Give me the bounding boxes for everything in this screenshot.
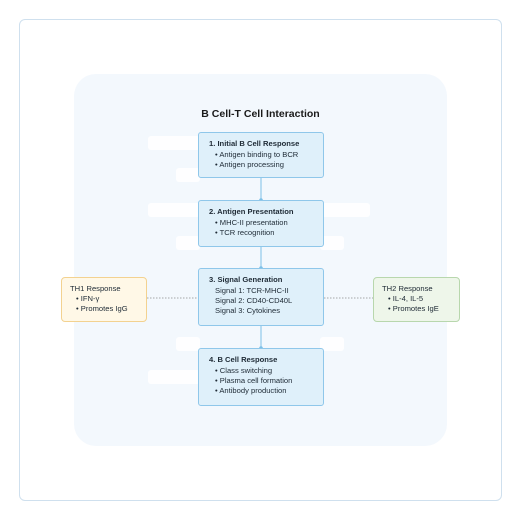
- th2-response-box: TH2 Response • IL-4, IL-5 • Promotes IgE: [373, 277, 460, 322]
- step-line: • Class switching: [215, 366, 273, 375]
- step-line: • Antigen binding to BCR: [215, 150, 299, 159]
- step-line: • MHC-II presentation: [215, 218, 288, 227]
- th1-line: • Promotes IgG: [76, 304, 128, 313]
- th1-line: • IFN-γ: [76, 294, 100, 303]
- step-line: • Plasma cell formation: [215, 376, 293, 385]
- ghost-bar: [320, 236, 344, 250]
- step-title: 4. B Cell Response: [209, 355, 278, 364]
- ghost-bar: [176, 168, 200, 182]
- step-title: 2. Antigen Presentation: [209, 207, 294, 216]
- step-line: Signal 3: Cytokines: [215, 306, 281, 315]
- th1-response-box: TH1 Response • IFN-γ • Promotes IgG: [61, 277, 147, 322]
- ghost-bar: [148, 370, 200, 384]
- step-line: Signal 1: TCR-MHC-II: [215, 286, 289, 295]
- ghost-bar: [148, 203, 200, 217]
- step-line: • Antigen processing: [215, 160, 284, 169]
- step-initial-b-cell-response: 1. Initial B Cell Response • Antigen bin…: [198, 132, 324, 178]
- step-line: • TCR recognition: [215, 228, 275, 237]
- step-antigen-presentation: 2. Antigen Presentation • MHC-II present…: [198, 200, 324, 247]
- ghost-bar: [148, 136, 200, 150]
- step-signal-generation: 3. Signal Generation Signal 1: TCR-MHC-I…: [198, 268, 324, 326]
- step-line: • Antibody production: [215, 386, 287, 395]
- diagram-title: B Cell-T Cell Interaction: [201, 108, 320, 120]
- ghost-bar: [320, 203, 370, 217]
- th2-line: • IL-4, IL-5: [388, 294, 424, 303]
- step-title: 3. Signal Generation: [209, 275, 283, 284]
- step-title: 1. Initial B Cell Response: [209, 139, 300, 148]
- ghost-bar: [320, 337, 344, 351]
- ghost-bar: [176, 337, 200, 351]
- th2-title: TH2 Response: [382, 284, 433, 293]
- step-line: Signal 2: CD40-CD40L: [215, 296, 293, 305]
- th1-title: TH1 Response: [70, 284, 121, 293]
- ghost-bar: [176, 236, 200, 250]
- step-b-cell-response: 4. B Cell Response • Class switching • P…: [198, 348, 324, 406]
- th2-line: • Promotes IgE: [388, 304, 439, 313]
